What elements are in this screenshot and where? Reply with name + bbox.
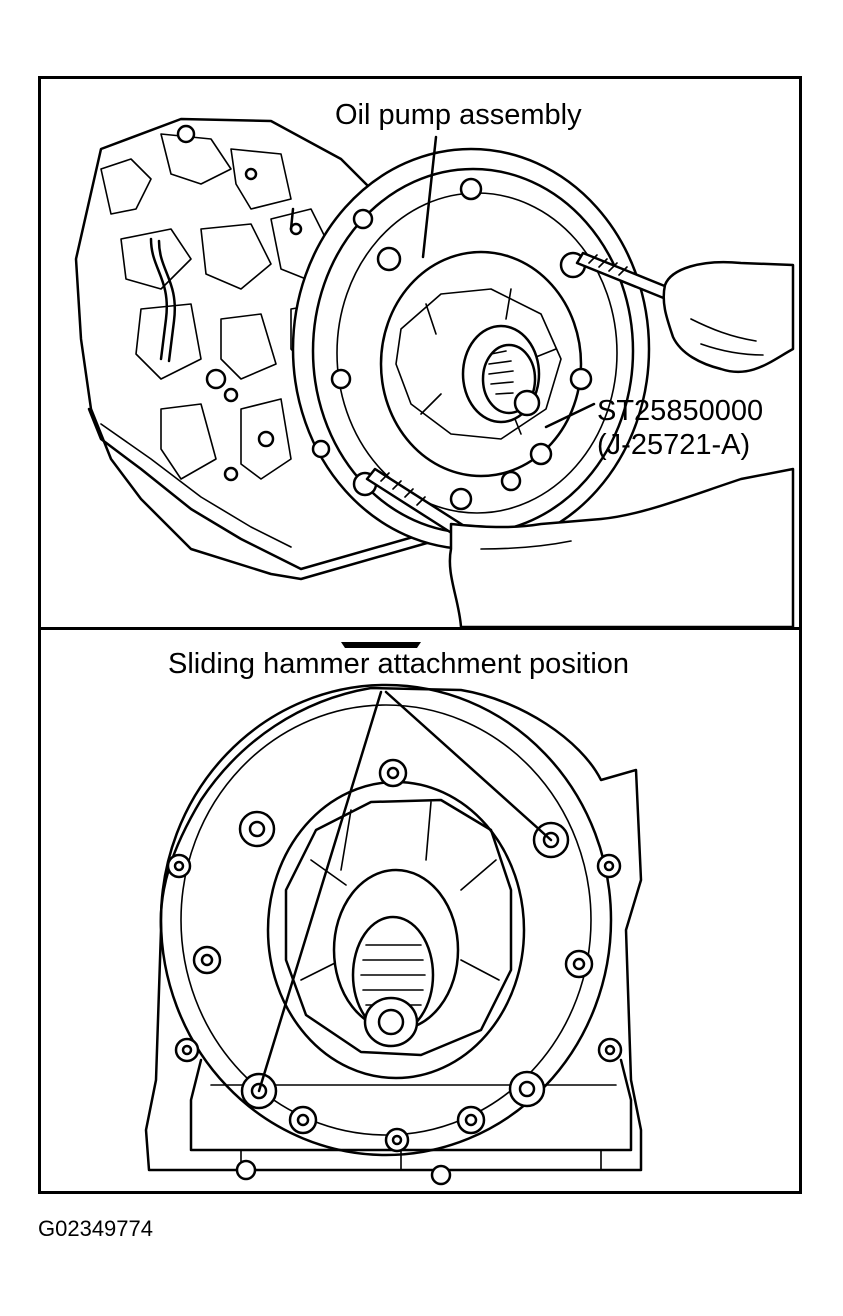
label-tool-number: ST25850000 bbox=[597, 395, 764, 427]
hand-upper bbox=[662, 260, 795, 374]
transmission-illustration bbox=[74, 117, 795, 627]
label-oil-pump-assembly: Oil pump assembly bbox=[335, 99, 582, 131]
leader-tool bbox=[544, 402, 596, 429]
top-panel: Oil pump assembly ST25850000 (J-25721-A) bbox=[41, 79, 799, 627]
pump-front-view-illustration bbox=[144, 642, 643, 1186]
label-sliding-hammer-position: Sliding hammer attachment position bbox=[168, 648, 630, 680]
hand-lower bbox=[448, 467, 795, 627]
figure-id: G02349774 bbox=[38, 1216, 153, 1241]
flange-outer bbox=[159, 683, 613, 1157]
leader-right-position bbox=[384, 690, 553, 842]
leader-left-position bbox=[257, 690, 383, 1093]
bolt-holes bbox=[166, 758, 623, 1186]
input-shaft-end bbox=[363, 996, 419, 1048]
label-tool-alt-number: (J-25721-A) bbox=[597, 429, 751, 461]
bottom-panel: Sliding hammer attachment position bbox=[41, 630, 799, 1191]
panel-divider bbox=[41, 627, 799, 630]
leader-oil-pump bbox=[421, 135, 438, 259]
figure-frame: Oil pump assembly ST25850000 (J-25721-A) bbox=[38, 76, 802, 1194]
